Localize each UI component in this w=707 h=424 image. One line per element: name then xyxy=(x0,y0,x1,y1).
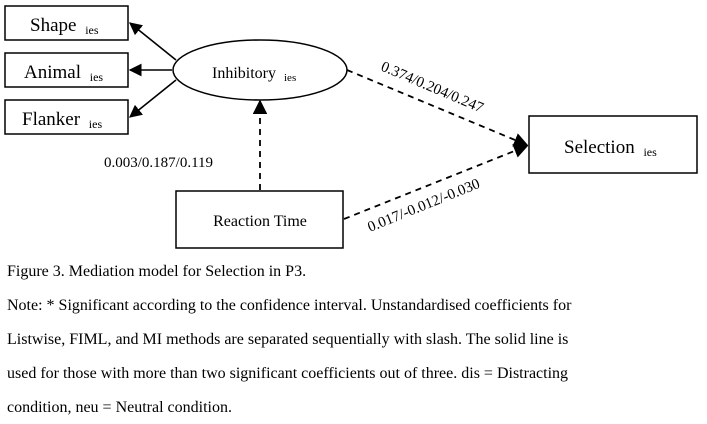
svg-text:Inhibitory ies: Inhibitory ies xyxy=(212,65,296,84)
node-animal: Animal ies xyxy=(4,52,129,88)
node-inhibitory: Inhibitory ies xyxy=(172,39,348,101)
svg-text:Flanker ies: Flanker ies xyxy=(22,109,102,131)
node-flanker-label: Flanker xyxy=(22,109,81,130)
coef-reaction-to-selection: 0.017/-0.012/-0.030 xyxy=(366,176,483,236)
node-animal-label: Animal xyxy=(24,62,81,83)
note-line-2: Listwise, FIML, and MI methods are separ… xyxy=(7,331,569,348)
node-reaction-time-label: Reaction Time xyxy=(213,213,307,230)
node-shape-sub: ies xyxy=(85,23,99,37)
node-shape: Shape ies xyxy=(4,5,129,41)
node-animal-sub: ies xyxy=(90,70,104,84)
arrow-inhibitory-to-flanker xyxy=(129,79,177,118)
node-selection: Selection ies xyxy=(528,115,698,174)
node-inhibitory-sub: ies xyxy=(284,72,296,84)
coef-reaction-to-inhibitory: 0.003/0.187/0.119 xyxy=(104,155,213,171)
node-selection-sub: ies xyxy=(643,145,657,159)
svg-text:Animal ies: Animal ies xyxy=(24,62,103,84)
svg-text:Selection ies: Selection ies xyxy=(564,137,657,159)
node-flanker-sub: ies xyxy=(89,117,103,131)
arrow-inhibitory-to-shape xyxy=(129,22,177,61)
node-flanker: Flanker ies xyxy=(4,99,129,135)
note-line-1: Note: * Significant according to the con… xyxy=(7,297,572,314)
mediation-diagram: Shape ies Animal ies Flanker ies Inhibit… xyxy=(4,5,698,249)
note-line-4: condition, neu = Neutral condition. xyxy=(7,399,232,416)
note-line-3: used for those with more than two signif… xyxy=(7,365,569,382)
figure-caption: Figure 3. Mediation model for Selection … xyxy=(7,263,307,280)
node-inhibitory-label: Inhibitory xyxy=(212,65,276,82)
node-reaction-time: Reaction Time xyxy=(175,190,344,249)
coef-inhibitory-to-selection: 0.374/0.204/0.247 xyxy=(378,59,486,117)
node-selection-label: Selection xyxy=(564,137,635,158)
node-shape-label: Shape xyxy=(30,15,76,36)
svg-text:Shape ies: Shape ies xyxy=(30,15,99,37)
